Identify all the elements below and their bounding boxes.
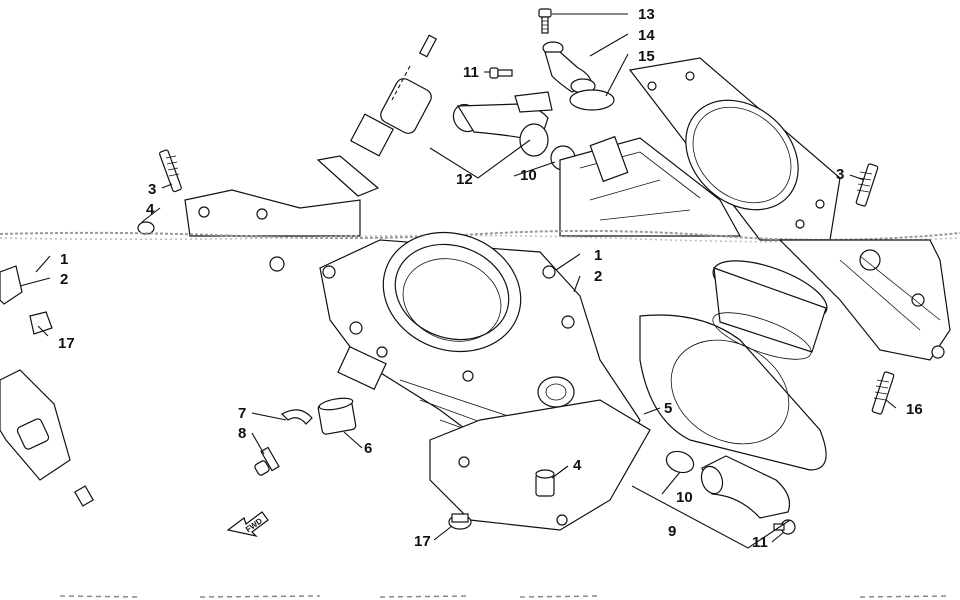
base-gasket-bottom-part [429,399,651,531]
callouts: 13 14 15 11 12 10 3 4 1 2 17 3 1 2 16 5 … [58,6,923,551]
bolt-13-part [538,8,552,34]
callout-1-left: 1 [60,251,68,268]
callout-4-bottom: 4 [573,457,582,474]
leader-lines [19,13,897,543]
callout-3-left: 3 [148,181,156,198]
callout-11-bottom: 11 [752,534,768,551]
cylinder-body-top-part [559,135,742,237]
stud-3-left-part [159,149,182,193]
callout-13: 13 [638,6,655,23]
callout-2-left: 2 [60,271,68,288]
callout-10-bottom: 10 [676,489,693,506]
stud-16-part [871,371,895,415]
stud-3-right-part [855,163,879,207]
water-elbow-top-part [452,91,553,157]
lower-view: FWD [0,231,951,598]
callout-17-left: 17 [58,335,75,352]
bolt-8-part [254,446,280,476]
fwd-arrow-icon: FWD [226,511,269,538]
sensor-left-part [0,369,95,507]
callout-9: 9 [668,523,676,540]
callout-11-top: 11 [463,64,479,81]
callout-12: 12 [456,171,473,188]
callout-4-top: 4 [146,201,155,218]
upper-view [137,8,879,241]
callout-3-right: 3 [836,166,844,183]
small-gasket-part [316,155,380,197]
callout-7: 7 [238,405,246,422]
callout-14: 14 [638,27,655,44]
o-ring-15-part [569,89,615,111]
cylinder-housing-right-part [778,239,951,361]
head-gasket-top-part [628,57,841,241]
callout-6: 6 [364,440,372,457]
o-ring-10-bottom-part [665,450,695,474]
callout-1-center: 1 [594,247,602,264]
bolt-11-top-part [489,67,513,79]
head-gasket-left-part [184,189,361,237]
actuator-top-part [350,34,438,157]
callout-10-top: 10 [520,167,537,184]
cylinder-sleeve-part [712,260,828,360]
callout-2-center: 2 [594,268,602,285]
callout-17-bottom: 17 [414,533,431,550]
water-elbow-bottom-part [700,455,791,519]
callout-5: 5 [664,400,672,417]
clip-7-part [281,409,313,425]
thermostat-housing-part [542,41,596,94]
callout-16: 16 [906,401,923,418]
callout-15: 15 [638,48,655,65]
sleeve-6-part [317,397,357,435]
bolt-11-bottom-part [773,519,796,535]
callout-8: 8 [238,425,246,442]
